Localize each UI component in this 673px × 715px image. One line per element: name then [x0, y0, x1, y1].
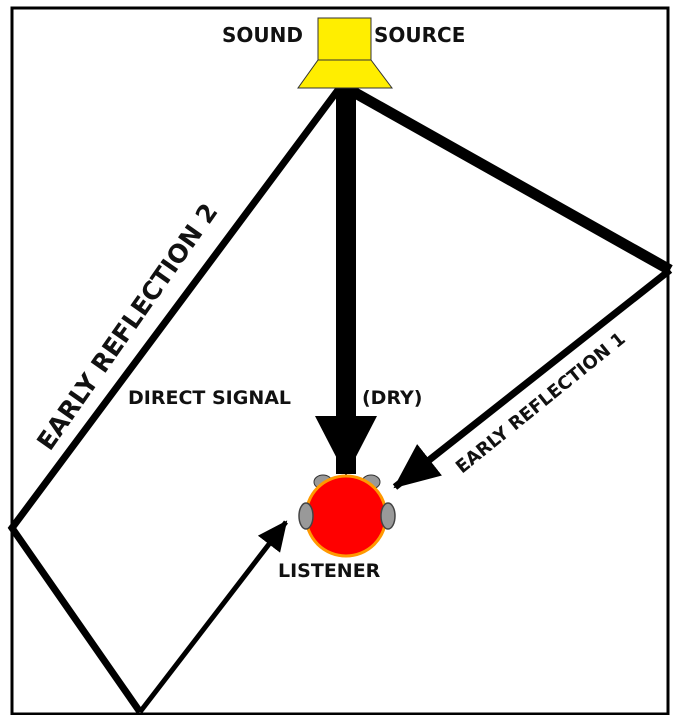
listener-label: LISTENER — [278, 560, 381, 582]
speaker-cone — [297, 59, 393, 89]
left-ear — [298, 502, 314, 530]
listener-head — [304, 474, 388, 558]
early-reflection-2-label: EARLY REFLECTION 2 — [31, 198, 223, 455]
right-ear — [380, 502, 396, 530]
early-reflection-2-path — [7, 87, 341, 714]
sound-label: SOUND — [222, 23, 303, 47]
early-reflection-1-path — [347, 85, 673, 275]
listener-head-icon — [298, 474, 396, 558]
early-reflection-2-arrow — [138, 520, 288, 714]
room-frame — [10, 6, 670, 715]
speaker-icon — [297, 17, 393, 89]
speaker-body — [317, 17, 372, 61]
source-label: SOURCE — [374, 23, 465, 47]
dry-label: (DRY) — [362, 387, 423, 409]
early-reflection-1-arrow — [392, 267, 673, 490]
early-reflection-1-label: EARLY REFLECTION 1 — [452, 328, 630, 478]
direct-signal-label: DIRECT SIGNAL — [128, 387, 291, 409]
